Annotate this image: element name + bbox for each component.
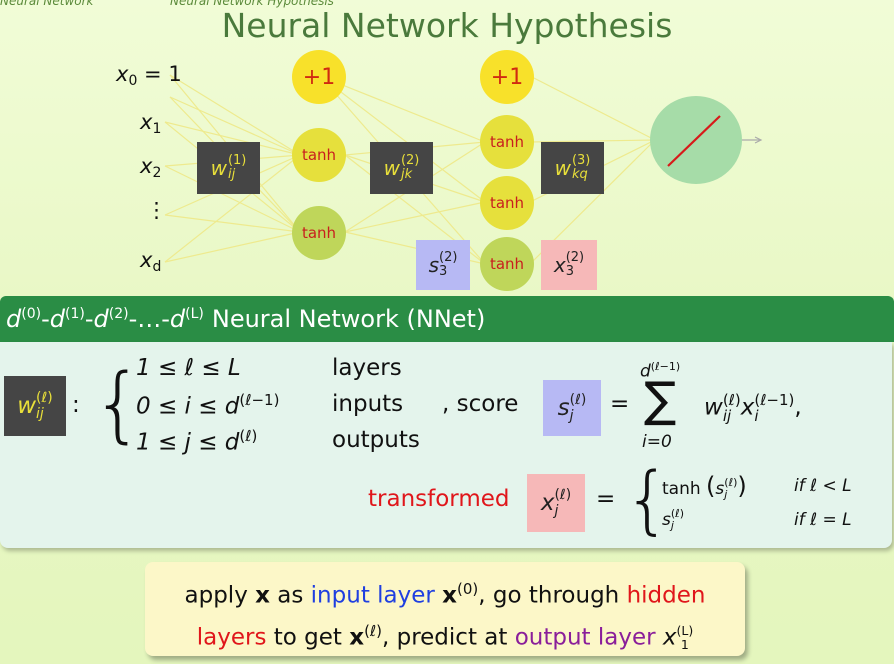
transformed-label: transformed: [368, 486, 510, 512]
output-node: [650, 96, 742, 184]
bias-node-layer1: +1: [292, 50, 346, 104]
input-xd: xd: [140, 248, 162, 275]
sum-symbol: ∑: [644, 372, 677, 428]
cond-layers: 1 ≤ ℓ ≤ L: [136, 355, 241, 381]
hidden2-node-2: tanh: [480, 176, 534, 230]
input-x2: x2: [140, 154, 162, 181]
weight-box-layer2: w(2)jk: [370, 142, 433, 194]
label-inputs: inputs: [332, 391, 404, 417]
breadcrumb-section: Neural Network: [0, 0, 94, 8]
transformed-symbol-box: x(ℓ)j: [527, 474, 585, 532]
transform-box: x(2)3: [541, 240, 597, 290]
score-equals: =: [610, 391, 630, 417]
definition-panel: [0, 342, 892, 548]
output-diagonal-line: [667, 115, 721, 167]
output-arrow: [742, 136, 763, 144]
case-identity: s(ℓ)j: [662, 507, 684, 532]
hidden1-node-2: tanh: [292, 206, 346, 260]
callout-line-2: layers to get x(ℓ), predict at output la…: [196, 621, 694, 652]
section-header-bar: d(0)-d(1)-d(2)-…-d(L) Neural Network (NN…: [0, 296, 894, 342]
case-cond-less: if ℓ < L: [794, 476, 852, 496]
hidden1-node-1: tanh: [292, 128, 346, 182]
definition-colon: :: [72, 392, 80, 418]
cond-outputs: 1 ≤ j ≤ d(ℓ): [136, 427, 258, 456]
case-tanh: tanh (s(ℓ)j): [662, 472, 747, 501]
sum-upper-limit: d(ℓ−1): [640, 360, 681, 382]
cond-inputs: 0 ≤ i ≤ d(ℓ−1): [136, 391, 280, 420]
definition-brace: {: [92, 357, 145, 452]
case-cond-equal: if ℓ = L: [794, 510, 852, 530]
page-title: Neural Network Hypothesis: [221, 6, 673, 45]
label-outputs: outputs: [332, 427, 420, 453]
weight-box-layer3: w(3)kq: [541, 142, 604, 194]
input-x0: x0 = 1: [116, 62, 182, 89]
score-symbol-box: s(ℓ)j: [543, 380, 601, 436]
weight-symbol-box: w(ℓ)ij: [4, 376, 66, 436]
score-text: , score: [442, 391, 519, 417]
bias-node-layer2: +1: [480, 50, 534, 104]
callout-line-1: apply x as input layer x(0), go through …: [184, 580, 706, 609]
hidden2-node-3: tanh: [480, 237, 534, 291]
input-vertical-dots: ⋮: [146, 198, 167, 222]
cases-brace: {: [624, 457, 672, 543]
sum-lower-limit: i=0: [642, 432, 672, 452]
section-header-text: Neural Network (NNet): [211, 305, 486, 333]
transformed-equals: =: [596, 486, 616, 512]
hidden2-node-1: tanh: [480, 115, 534, 169]
summary-callout: apply x as input layer x(0), go through …: [145, 562, 745, 656]
score-box: s(2)3: [416, 240, 470, 290]
label-layers: layers: [332, 355, 402, 381]
weight-box-layer1: w(1)ij: [197, 142, 260, 194]
input-x1: x1: [140, 110, 162, 137]
breadcrumb-subsection: Neural Network Hypothesis: [170, 0, 334, 8]
